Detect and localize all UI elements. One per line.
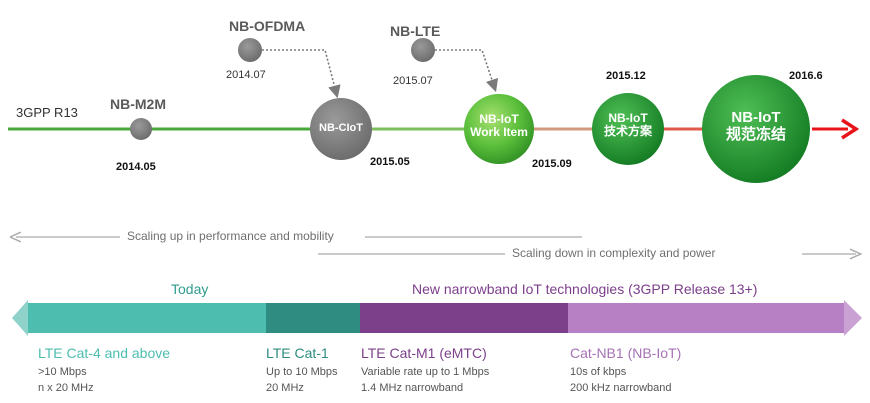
lte-connector	[435, 49, 499, 93]
category-cat1-detail2: 20 MHz	[266, 382, 304, 394]
category-cat1: LTE Cat-1 Up to 10 Mbps 20 MHz	[266, 345, 338, 396]
nb-iot-tech-label: NB-IoT 技术方案	[592, 111, 664, 139]
category-catm1: LTE Cat-M1 (eMTC) Variable rate up to 1 …	[361, 345, 489, 396]
nb-iot-freeze-line1: NB-IoT	[731, 109, 781, 126]
nb-lte-date: 2015.07	[393, 75, 433, 87]
category-cat1-title: LTE Cat-1	[266, 345, 329, 361]
nb-iot-work-item-date: 2015.09	[532, 158, 572, 170]
nb-iot-work-item-label: NB-IoT Work Item	[464, 112, 534, 140]
category-nb1: Cat-NB1 (NB-IoT) 10s of kbps 200 kHz nar…	[570, 345, 681, 396]
nb-iot-work-item-line2: Work Item	[470, 125, 528, 140]
category-nb1-detail1: 10s of kbps	[570, 366, 627, 378]
nb-iot-tech-date: 2015.12	[606, 70, 646, 82]
nb-ciot-node	[310, 98, 372, 160]
band-left-tip	[12, 300, 28, 336]
nb-m2m-label: NB-M2M	[110, 96, 166, 112]
nb-ofdma-label: NB-OFDMA	[229, 18, 306, 34]
nb-lte-label: NB-LTE	[390, 23, 441, 39]
band-segment-cat1	[266, 303, 360, 333]
band-right-tip	[844, 300, 862, 336]
nb-ofdma-node	[238, 38, 262, 62]
scaling-up-label: Scaling up in performance and mobility	[124, 229, 337, 243]
nb-iot-freeze-line2: 规范冻结	[725, 125, 786, 143]
nb-ciot-label: NB-CIoT	[319, 122, 363, 134]
category-nb1-detail2: 200 kHz narrowband	[570, 382, 672, 394]
band-segment-cat4	[28, 303, 266, 333]
category-catm1-detail2: 1.4 MHz narrowband	[361, 382, 464, 394]
nb-iot-freeze-label: NB-IoT 规范冻结	[708, 109, 804, 143]
new-tech-heading: New narrowband IoT technologies (3GPP Re…	[412, 281, 758, 297]
start-label: 3GPP R13	[16, 105, 78, 120]
band-segment-catm1	[360, 303, 568, 333]
nb-iot-tech-line1: NB-IoT	[608, 111, 648, 125]
timeline-arrowhead	[841, 118, 860, 140]
category-cat1-detail1: Up to 10 Mbps	[266, 366, 338, 378]
nb-ciot-date: 2015.05	[370, 156, 410, 168]
category-cat4-title: LTE Cat-4 and above	[38, 345, 171, 361]
category-cat4-detail1: >10 Mbps	[38, 366, 87, 378]
category-cat4: LTE Cat-4 and above >10 Mbps n x 20 MHz	[38, 345, 170, 396]
nb-iot-freeze-node	[702, 75, 810, 183]
nb-m2m-date: 2014.05	[116, 161, 156, 173]
nb-iot-freeze-date: 2016.6	[789, 70, 823, 82]
scaling-down-label: Scaling down in complexity and power	[509, 246, 719, 260]
nb-iot-tech-node	[592, 93, 664, 165]
nb-ofdma-date: 2014.07	[226, 69, 266, 81]
band-segment-nb1	[568, 303, 844, 333]
ofdma-connector	[262, 49, 341, 99]
today-heading: Today	[171, 281, 209, 297]
nb-m2m-node	[130, 118, 152, 140]
category-catm1-detail1: Variable rate up to 1 Mbps	[361, 366, 490, 378]
nb-iot-work-item-node	[464, 94, 534, 164]
nb-iot-tech-line2: 技术方案	[603, 124, 652, 139]
nb-lte-node	[411, 38, 435, 62]
category-catm1-title: LTE Cat-M1 (eMTC)	[361, 345, 487, 361]
category-cat4-detail2: n x 20 MHz	[38, 382, 94, 394]
category-nb1-title: Cat-NB1 (NB-IoT)	[570, 345, 682, 361]
nb-iot-work-item-line1: NB-IoT	[479, 112, 519, 126]
